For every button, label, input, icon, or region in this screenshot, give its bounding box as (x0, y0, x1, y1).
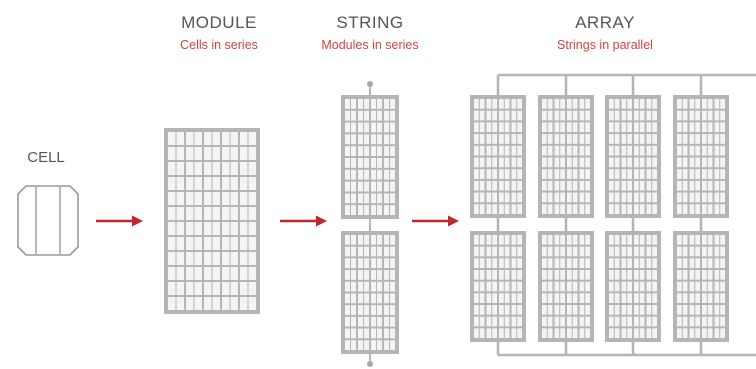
string-terminal-top (367, 81, 373, 87)
string-module-bottom (341, 231, 399, 354)
module-panel (164, 128, 260, 314)
array-string-3-bottom (605, 231, 661, 342)
cell-title: CELL (27, 149, 65, 166)
arrow-cell-to-module (96, 215, 143, 227)
string-module-top (341, 95, 399, 219)
solar-cell-icon (17, 185, 79, 256)
array-string-3-top (605, 95, 661, 218)
array-string-2-top (538, 95, 594, 218)
string-title: STRING (336, 13, 404, 32)
array-string-2-bottom (538, 231, 594, 342)
module-subtitle: Cells in series (180, 38, 258, 52)
arrow-module-to-string (280, 215, 327, 227)
array-string-1-bottom (470, 231, 526, 342)
array-string-4-bottom (673, 231, 729, 342)
array-parallel-wiring (496, 73, 756, 357)
array-string-4-top (673, 95, 729, 218)
arrow-string-to-array (412, 215, 459, 227)
string-terminal-bottom (367, 361, 373, 367)
array-title: ARRAY (575, 13, 635, 32)
string-subtitle: Modules in series (321, 38, 419, 52)
module-title: MODULE (181, 13, 257, 32)
array-string-1-top (470, 95, 526, 218)
array-subtitle: Strings in parallel (557, 38, 653, 52)
